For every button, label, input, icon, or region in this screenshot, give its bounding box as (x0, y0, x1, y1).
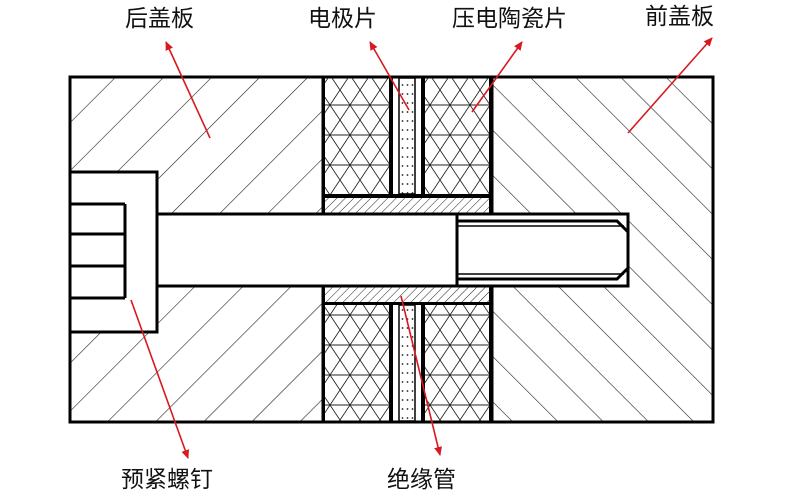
leader-arrows (130, 37, 713, 459)
front-cover-plate (492, 77, 713, 422)
piezo-ceramic-stack (323, 76, 491, 423)
arrow-front-plate (627, 37, 713, 134)
preload-bolt (68, 170, 630, 334)
arrow-bolt (130, 299, 190, 459)
label-piezo-ceramic: 压电陶瓷片 (452, 6, 567, 32)
label-insulation-tube: 绝缘管 (387, 467, 456, 493)
electrode-sheets (391, 76, 423, 423)
arrow-insulation (400, 295, 442, 456)
labels: 后盖板 电极片 压电陶瓷片 前盖板 预紧螺钉 绝缘管 (121, 4, 714, 493)
outline-strokes (68, 75, 715, 424)
arrow-piezo (471, 41, 523, 113)
back-cover-plate (70, 77, 323, 422)
arrow-back-plate (165, 41, 211, 139)
label-front-plate: 前盖板 (645, 4, 714, 30)
label-back-plate: 后盖板 (125, 6, 194, 32)
arrow-electrode (369, 41, 410, 111)
label-preload-bolt: 预紧螺钉 (121, 467, 213, 493)
label-electrode: 电极片 (308, 6, 377, 32)
